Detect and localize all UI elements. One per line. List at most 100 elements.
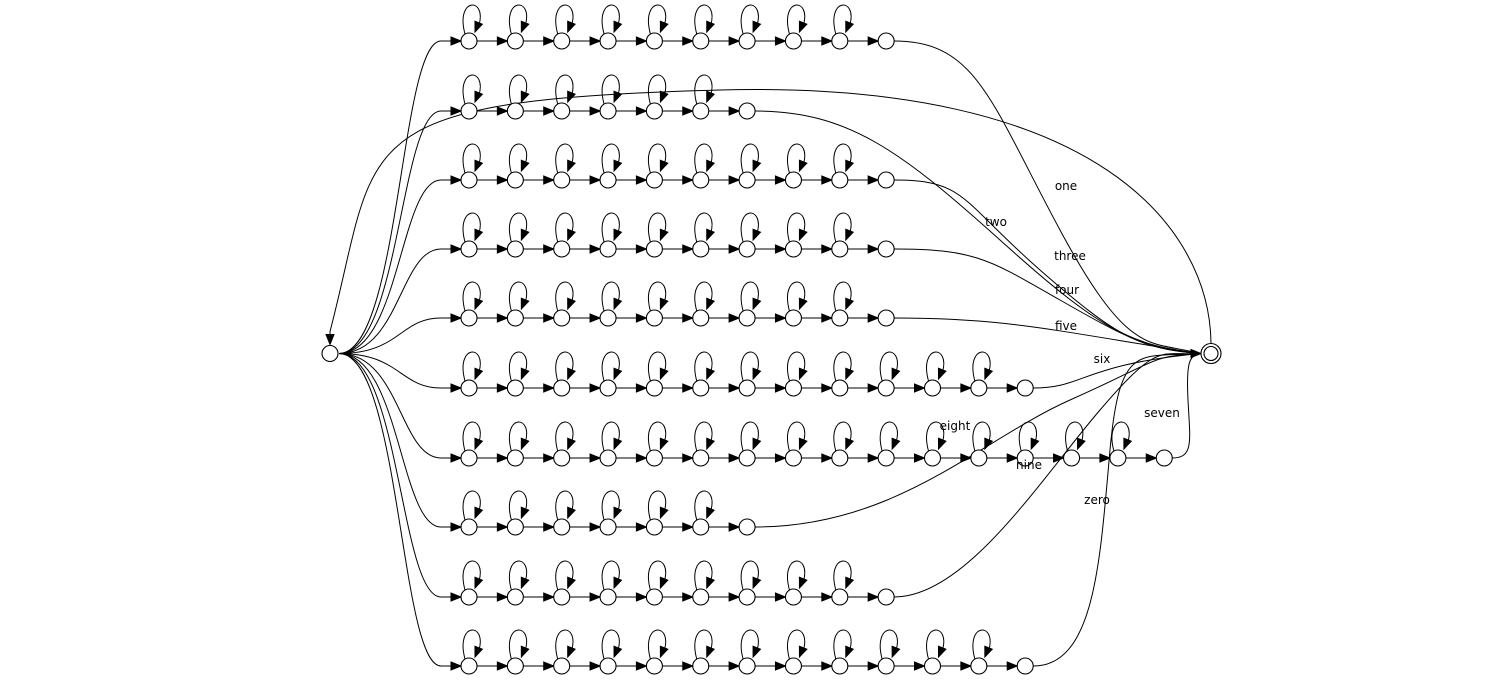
self-loop-arrowhead-three-1 <box>520 159 530 173</box>
self-loop-zero-5 <box>694 629 713 660</box>
self-loop-arrowhead-five-4 <box>659 297 669 311</box>
state-zero-6 <box>738 657 756 675</box>
self-loop-one-2 <box>555 4 574 35</box>
self-loop-zero-6 <box>740 629 759 660</box>
edge-arrowhead-seven-6 <box>774 453 787 463</box>
self-loop-arrowhead-six-3 <box>613 367 623 381</box>
edge-arrowhead-nine-0 <box>496 592 509 602</box>
self-loop-nine-2 <box>555 560 574 591</box>
state-seven-0 <box>460 449 478 467</box>
self-loop-arrowhead-six-2 <box>567 367 576 381</box>
edge-arrowhead-zero-5 <box>728 661 741 671</box>
state-nine-2 <box>553 588 571 606</box>
state-eight-3 <box>599 518 617 536</box>
arrowhead-start-to-seven <box>450 453 463 463</box>
edge-start-to-six <box>338 353 459 389</box>
state-three-6 <box>738 171 756 189</box>
state-seven-15 <box>1155 449 1173 467</box>
state-seven-13 <box>1063 449 1081 467</box>
state-five-8 <box>831 309 849 327</box>
edge-arrowhead-zero-1 <box>543 661 556 671</box>
state-zero-10 <box>923 657 942 675</box>
self-loop-five-5 <box>694 281 713 312</box>
self-loop-five-3 <box>601 281 620 312</box>
edge-arrowhead-six-2 <box>589 383 602 393</box>
arrowhead-start-to-six <box>450 383 463 393</box>
self-loop-five-1 <box>509 281 528 312</box>
state-one-8 <box>831 32 849 50</box>
edge-nine-to-final <box>894 353 1201 598</box>
self-loop-arrowhead-three-8 <box>845 159 855 173</box>
self-loop-arrowhead-three-7 <box>798 159 808 173</box>
edge-start-to-eight <box>338 353 459 528</box>
label-seven: seven <box>1144 406 1180 420</box>
arrowhead-start-to-four <box>450 244 463 254</box>
state-seven-6 <box>738 449 756 467</box>
state-six-4 <box>645 379 663 397</box>
state-three-2 <box>553 171 571 189</box>
self-loop-four-5 <box>694 212 713 243</box>
edge-arrowhead-seven-9 <box>914 453 926 463</box>
self-loop-nine-3 <box>601 560 620 591</box>
state-one-6 <box>738 32 756 50</box>
state-four-3 <box>599 240 617 258</box>
self-loop-arrowhead-zero-9 <box>891 645 901 659</box>
self-loop-arrowhead-zero-7 <box>798 645 808 659</box>
edge-arrowhead-zero-9 <box>914 661 926 671</box>
edge-arrowhead-one-0 <box>496 36 509 46</box>
self-loop-three-2 <box>555 143 574 174</box>
edge-arrowhead-seven-0 <box>496 453 509 463</box>
edge-arrowhead-five-3 <box>635 313 648 323</box>
self-loop-arrowhead-six-6 <box>752 367 762 381</box>
state-six-10 <box>923 379 942 397</box>
self-loop-arrowhead-four-6 <box>752 228 762 242</box>
state-one-7 <box>784 32 803 50</box>
state-seven-1 <box>506 449 524 467</box>
edge-arrowhead-nine-1 <box>543 592 556 602</box>
self-loop-four-7 <box>787 212 806 243</box>
self-loop-four-6 <box>740 212 759 243</box>
edge-arrowhead-three-8 <box>867 175 880 185</box>
self-loop-five-6 <box>740 281 759 312</box>
state-six-1 <box>506 379 524 397</box>
state-zero-9 <box>877 657 895 675</box>
edge-five-to-final <box>894 317 1201 354</box>
edge-arrowhead-nine-8 <box>867 592 880 602</box>
self-loop-three-7 <box>787 143 806 174</box>
self-loop-arrowhead-four-0 <box>474 228 484 242</box>
self-loop-arrowhead-two-3 <box>613 90 623 104</box>
state-one-5 <box>692 32 710 50</box>
edge-six-to-final <box>1033 353 1201 389</box>
self-loop-arrowhead-zero-11 <box>984 645 994 659</box>
edge-arrowhead-one-8 <box>867 36 880 46</box>
state-eight-4 <box>645 518 663 536</box>
state-six-12 <box>1016 379 1034 397</box>
state-nine-8 <box>831 588 849 606</box>
arrowhead-start-to-eight <box>450 522 463 532</box>
edge-arrowhead-nine-3 <box>635 592 648 602</box>
self-loop-zero-10 <box>926 629 945 660</box>
self-loop-arrowhead-four-2 <box>567 228 576 242</box>
self-loop-two-1 <box>509 74 528 105</box>
state-six-0 <box>460 379 478 397</box>
self-loop-arrowhead-six-0 <box>474 367 484 381</box>
state-six-3 <box>599 379 617 397</box>
self-loop-arrowhead-zero-10 <box>937 645 947 659</box>
state-seven-11 <box>970 449 988 467</box>
label-five: five <box>1055 319 1077 333</box>
label-one: one <box>1055 179 1077 193</box>
self-loop-four-8 <box>833 212 852 243</box>
self-loop-five-0 <box>462 281 481 312</box>
self-loop-four-3 <box>601 212 620 243</box>
label-six: six <box>1094 352 1111 366</box>
edge-arrowhead-nine-5 <box>728 592 741 602</box>
state-three-0 <box>460 171 478 189</box>
state-zero-7 <box>784 657 803 675</box>
self-loop-arrowhead-zero-1 <box>520 645 530 659</box>
self-loop-arrowhead-eight-2 <box>567 506 576 520</box>
arrowhead-start-to-zero <box>450 661 463 671</box>
self-loop-three-0 <box>462 143 481 174</box>
self-loop-arrowhead-four-3 <box>613 228 623 242</box>
state-one-9 <box>877 32 895 50</box>
self-loop-one-3 <box>601 4 620 35</box>
